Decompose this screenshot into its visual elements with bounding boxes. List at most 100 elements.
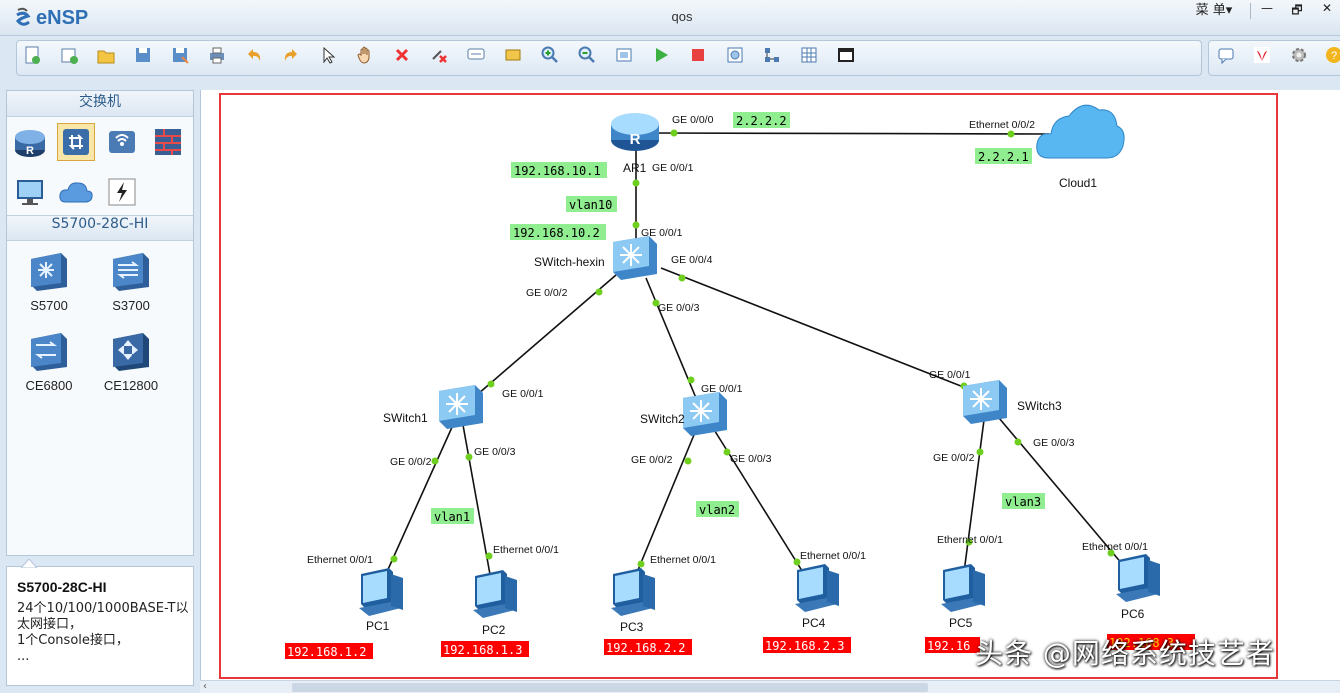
start-devices-icon[interactable] — [650, 44, 672, 66]
note-pc5-ip[interactable]: 192.16 — [927, 639, 970, 653]
switch-icon — [63, 129, 89, 155]
new-example-icon[interactable] — [58, 44, 80, 66]
console-icon[interactable] — [835, 44, 857, 66]
huawei-logo-icon[interactable] — [1251, 44, 1273, 66]
link-core-sw2[interactable] — [645, 277, 697, 399]
watermark: 头条 @网络系统技艺者 — [975, 637, 1275, 670]
grid-icon[interactable] — [798, 44, 820, 66]
zoom-in-icon[interactable] — [539, 44, 561, 66]
pc-monitor-icon — [17, 180, 43, 205]
open-icon[interactable] — [95, 44, 117, 66]
note-vlan3[interactable]: vlan3 — [1005, 495, 1041, 509]
horizontal-scrollbar[interactable]: ‹ — [200, 680, 1340, 693]
switch-core[interactable] — [612, 235, 658, 281]
link-core-sw3[interactable] — [660, 267, 972, 391]
category-switch[interactable] — [57, 123, 95, 161]
switch-sw1[interactable] — [438, 384, 484, 430]
capture-icon[interactable] — [724, 44, 746, 66]
device-name-pc2: PC2 — [482, 623, 506, 637]
note-vlan1[interactable]: vlan1 — [434, 510, 470, 524]
pc-pc2[interactable] — [473, 570, 517, 618]
device-name-cloud1: Cloud1 — [1059, 176, 1097, 190]
category-pc[interactable] — [11, 173, 49, 211]
device-name-sw1: SWitch1 — [383, 411, 428, 425]
title-bar: eNSP qos 菜 单▾ — 🗗 ✕ — [0, 0, 1340, 36]
rectangle-icon[interactable] — [502, 44, 524, 66]
close-button[interactable]: ✕ — [1321, 1, 1333, 15]
restore-button[interactable]: 🗗 — [1291, 3, 1303, 17]
device-ce12800[interactable]: CE12800 — [91, 331, 171, 393]
link-sw2-pc3[interactable] — [632, 429, 697, 583]
category-link[interactable] — [103, 173, 141, 211]
note-vlan2[interactable]: vlan2 — [699, 503, 735, 517]
note-pc6-ip[interactable]: 192.168.3. — [1109, 636, 1181, 650]
topology-icon[interactable] — [761, 44, 783, 66]
divider — [1250, 3, 1251, 19]
hand-pan-icon[interactable] — [354, 44, 376, 66]
settings-gear-icon[interactable] — [1288, 44, 1310, 66]
link-ar1-cloud1[interactable] — [655, 132, 1050, 135]
toolbar-main-group — [16, 40, 1202, 76]
save-icon[interactable] — [132, 44, 154, 66]
zoom-out-icon[interactable] — [576, 44, 598, 66]
s3700-switch-icon — [113, 253, 149, 291]
select-pointer-icon[interactable] — [317, 44, 339, 66]
redo-icon — [284, 49, 297, 61]
note-wan-cloud[interactable]: 2.2.2.1 — [978, 150, 1029, 164]
pc-pc3[interactable] — [611, 568, 655, 616]
pc-pc6[interactable] — [1116, 554, 1160, 602]
redo-icon[interactable] — [280, 44, 302, 66]
port-label: GE 0/0/1 — [641, 227, 683, 239]
text-annotation-icon[interactable] — [465, 44, 487, 66]
router-ar1[interactable]: R — [611, 113, 659, 151]
menu-button[interactable]: 菜 单▾ — [1195, 3, 1233, 18]
note-pc1-ip[interactable]: 192.168.1.2 — [287, 645, 366, 659]
print-icon[interactable] — [206, 44, 228, 66]
note-pc2-ip[interactable]: 192.168.1.3 — [443, 643, 522, 657]
category-cloud[interactable] — [57, 173, 95, 211]
note-pc3-ip[interactable]: 192.168.2.2 — [606, 641, 685, 655]
delete-icon[interactable] — [391, 44, 413, 66]
device-ce6800[interactable]: CE6800 — [9, 331, 89, 393]
delete-links-icon[interactable] — [428, 44, 450, 66]
note-pc4-ip[interactable]: 192.168.2.3 — [765, 639, 844, 653]
switch-sw3[interactable] — [962, 379, 1008, 425]
chat-icon[interactable] — [1215, 44, 1237, 66]
help-icon[interactable]: ? — [1323, 44, 1340, 66]
note-wan-ar[interactable]: 2.2.2.2 — [736, 114, 787, 128]
undo-icon[interactable] — [243, 44, 265, 66]
pc-pc4[interactable] — [795, 564, 839, 612]
cloud-icon — [59, 182, 93, 203]
port-labels: GE 0/0/0 GE 0/0/1 Ethernet 0/0/2 GE 0/0/… — [307, 114, 1148, 566]
zoom-in-icon — [541, 46, 558, 63]
new-topology-icon — [25, 46, 40, 64]
port-label: GE 0/0/1 — [652, 162, 694, 174]
save-as-icon[interactable] — [169, 44, 191, 66]
save-icon — [136, 48, 150, 62]
cloud-cloud1[interactable] — [1036, 104, 1125, 159]
pc-pc5[interactable] — [941, 564, 985, 612]
scrollbar-thumb[interactable] — [292, 683, 928, 692]
scroll-left-arrow-icon[interactable]: ‹ — [203, 681, 207, 692]
pc-pc1[interactable] — [359, 568, 403, 616]
device-s5700[interactable]: S5700 — [9, 251, 89, 313]
topology-canvas[interactable]: R AR1 Cloud1 SWitch-hexin SWitch1 SWitch… — [200, 90, 1340, 680]
note-vlan10[interactable]: vlan10 — [569, 198, 612, 212]
stop-devices-icon[interactable] — [687, 44, 709, 66]
new-topology-icon[interactable] — [21, 44, 43, 66]
device-s3700[interactable]: S3700 — [91, 251, 171, 313]
port-label: GE 0/0/3 — [658, 302, 700, 314]
port-label: GE 0/0/1 — [701, 383, 743, 395]
link-core-sw1[interactable] — [470, 274, 617, 401]
switch-sw2[interactable] — [682, 391, 728, 437]
fit-view-icon[interactable] — [613, 44, 635, 66]
minimize-button[interactable]: — — [1261, 1, 1273, 15]
category-firewall[interactable] — [149, 123, 187, 161]
note-core-ip[interactable]: 192.168.10.2 — [513, 226, 600, 240]
info-line: 1个Console接口， — [17, 633, 129, 648]
port-label: GE 0/0/2 — [631, 454, 673, 466]
note-ar-lan[interactable]: 192.168.10.1 — [514, 164, 601, 178]
category-router[interactable]: R — [11, 123, 49, 161]
category-wireless[interactable] — [103, 123, 141, 161]
link-sw3-pc5[interactable] — [962, 419, 985, 581]
